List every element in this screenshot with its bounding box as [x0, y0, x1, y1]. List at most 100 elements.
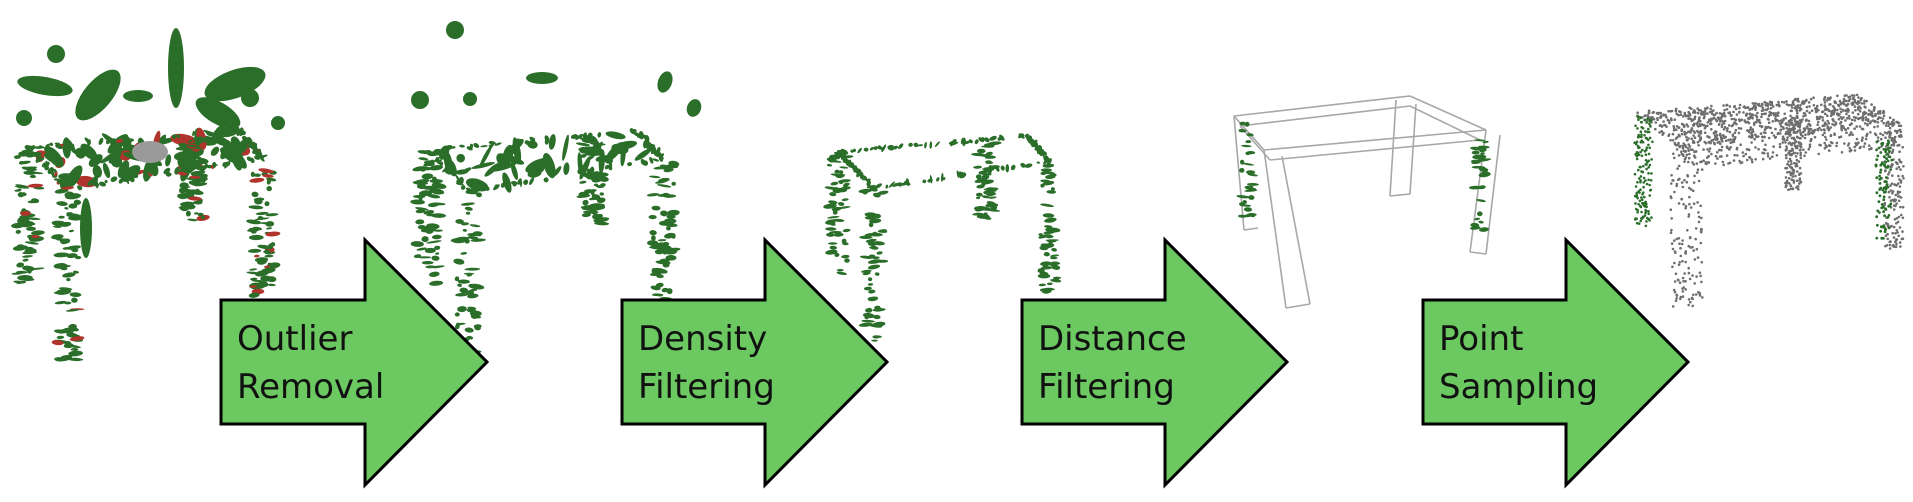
sample-point	[1691, 189, 1695, 193]
sample-point	[1902, 165, 1905, 168]
leg-splat	[427, 202, 440, 208]
sample-point	[1823, 112, 1827, 116]
leg-splat	[659, 258, 670, 263]
sample-point	[1795, 116, 1798, 119]
sample-point	[1688, 236, 1692, 240]
edge-splat	[515, 140, 523, 147]
sample-point	[1816, 104, 1819, 108]
sample-point	[1646, 114, 1649, 117]
sample-point	[1895, 167, 1898, 170]
sample-point	[1853, 145, 1856, 149]
edge-splat	[1036, 161, 1041, 164]
leg-splat	[426, 223, 440, 230]
sample-point	[1809, 127, 1813, 131]
sample-point	[1644, 200, 1647, 204]
leg-splat	[877, 229, 888, 233]
sample-point	[1886, 121, 1889, 124]
leg-splat	[981, 174, 990, 180]
sample-point	[1896, 190, 1900, 193]
leg-splat	[258, 168, 274, 174]
sample-point	[1680, 132, 1684, 136]
leg-splat	[412, 180, 429, 185]
sample-point	[1896, 231, 1899, 234]
leg-splat	[51, 234, 64, 240]
sample-point	[1865, 99, 1868, 103]
sample-point	[1670, 182, 1673, 185]
sample-point	[1863, 99, 1866, 103]
sample-point	[1670, 196, 1673, 200]
sample-point	[1652, 110, 1655, 114]
sample-point	[1636, 151, 1639, 154]
edge-splat	[866, 185, 874, 189]
sample-point	[1682, 142, 1685, 145]
sample-point	[1848, 117, 1851, 120]
arrow-distance-filtering: Distance Filtering	[1020, 236, 1290, 489]
edge-splat	[1047, 158, 1051, 163]
leg-splat	[417, 256, 432, 259]
wireframe-edge	[1285, 303, 1311, 309]
leg-splat	[421, 236, 429, 243]
leg-splat	[859, 235, 873, 240]
sample-point	[1695, 162, 1699, 165]
leg-splat	[1047, 288, 1052, 293]
sample-point	[1675, 112, 1678, 116]
outlier-splat	[463, 92, 477, 106]
sample-point	[1684, 145, 1688, 149]
sample-point	[1881, 188, 1885, 192]
sample-point	[1670, 217, 1673, 220]
wireframe-edge	[1269, 139, 1481, 161]
sample-point	[1893, 218, 1897, 221]
sample-point	[1822, 128, 1826, 131]
sample-point	[1672, 125, 1675, 128]
sample-point	[1681, 115, 1685, 118]
leg-splat	[657, 239, 667, 242]
surface-splat	[88, 154, 103, 167]
sample-point	[1738, 111, 1741, 114]
sample-point	[1839, 122, 1842, 125]
sample-point	[1823, 97, 1826, 100]
sample-point	[1895, 238, 1898, 241]
sample-point	[1639, 150, 1642, 154]
sample-point	[1798, 141, 1801, 145]
sample-point	[1751, 160, 1754, 164]
sample-point	[1639, 175, 1643, 178]
leg-splat	[590, 190, 595, 196]
leg-splat	[455, 292, 469, 297]
sample-point	[1798, 122, 1802, 125]
edge-splat	[997, 138, 1002, 141]
sample-point	[1697, 211, 1700, 214]
sample-point	[1775, 118, 1779, 122]
edge-splat	[512, 181, 517, 187]
sample-point	[1864, 106, 1867, 109]
sample-point	[1859, 107, 1862, 110]
edge-splat	[984, 137, 990, 143]
sample-point	[1855, 93, 1859, 97]
sample-point	[1760, 125, 1764, 128]
sample-point	[1839, 116, 1843, 119]
edge-splat	[857, 170, 863, 177]
leg-splat	[839, 166, 849, 169]
sample-point	[1644, 159, 1648, 162]
leg-splat	[667, 247, 681, 252]
sample-point	[1729, 114, 1733, 117]
sample-point	[1688, 202, 1691, 206]
sample-point	[1681, 290, 1685, 293]
leg-splat	[841, 186, 851, 190]
sample-point	[1664, 113, 1667, 117]
sample-point	[1803, 154, 1806, 158]
sample-point	[1898, 158, 1901, 161]
leg-splat	[983, 168, 991, 173]
leg-splat	[1474, 217, 1481, 221]
density-filtered-table	[823, 133, 1062, 342]
edge-splat	[892, 183, 899, 187]
wireframe-edge	[1409, 103, 1417, 195]
sample-point	[1762, 152, 1766, 155]
sample-point	[1717, 123, 1721, 126]
sample-point	[1637, 222, 1641, 225]
edge-splat	[650, 144, 655, 149]
sample-point	[1720, 155, 1723, 158]
edge-splat	[95, 180, 99, 189]
arrow-label-line2: Filtering	[1038, 367, 1175, 407]
edge-splat	[77, 185, 83, 191]
sample-point	[1658, 131, 1661, 134]
